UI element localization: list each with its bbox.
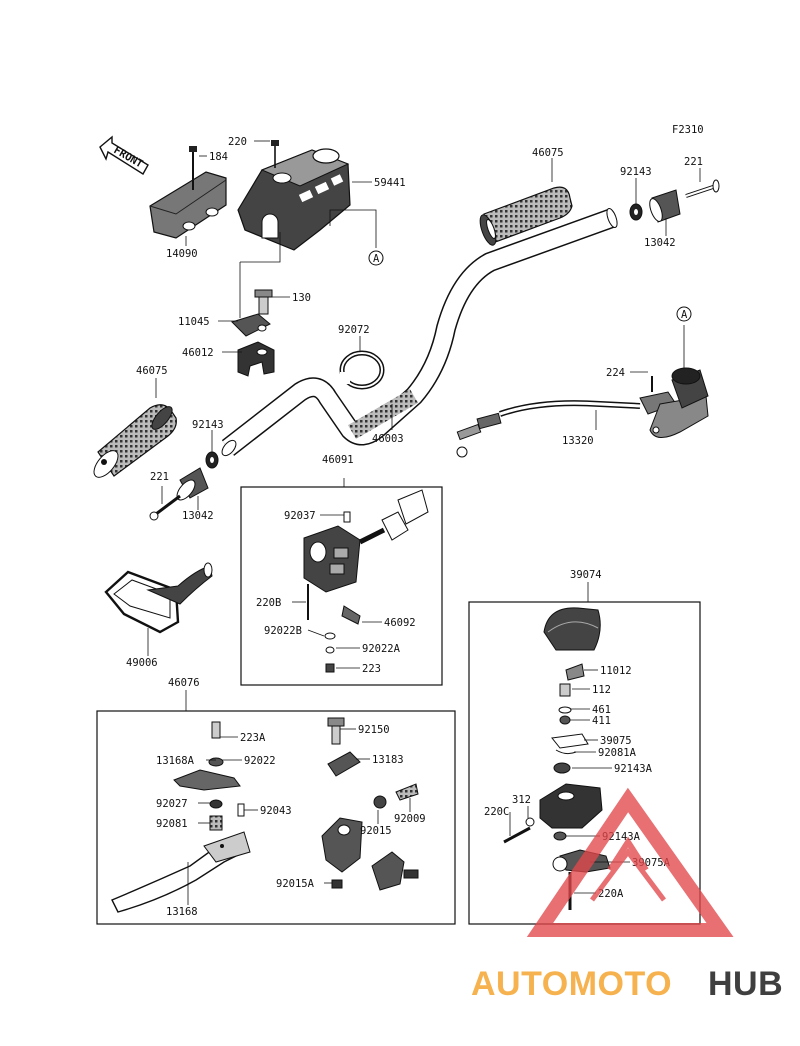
bracket-14090	[149, 146, 227, 239]
label-92015: 92015	[360, 825, 392, 837]
label-46012: 46012	[182, 347, 214, 359]
label-411: 411	[592, 715, 611, 727]
left-switch-46091	[303, 478, 429, 673]
front-label: FRONT	[112, 144, 145, 170]
label-92009: 92009	[394, 813, 426, 825]
label-59441: 59441	[374, 177, 406, 189]
label-92143A-upper: 92143A	[614, 763, 653, 775]
label-92081: 92081	[156, 818, 188, 830]
ref-marker-a-right-label: A	[681, 309, 688, 321]
watermark-brand-a: AUTOMOTO	[471, 965, 672, 1003]
label-220C: 220C	[484, 806, 509, 818]
switch-box-frame	[240, 486, 443, 686]
hand-guard-49006	[104, 562, 213, 634]
leader-lines-top	[239, 209, 377, 318]
left-bar-end	[149, 451, 219, 521]
callout-leaders	[147, 140, 701, 905]
clutch-perch-13183	[321, 717, 419, 891]
watermark-logo	[526, 787, 734, 937]
label-112: 112	[592, 684, 611, 696]
label-461: 461	[592, 704, 611, 716]
clamp-clip-92072	[339, 350, 385, 390]
label-92143-right: 92143	[620, 166, 652, 178]
handlebar-46003	[221, 208, 618, 457]
label-13168A: 13168A	[156, 755, 195, 767]
label-92015A: 92015A	[276, 878, 315, 890]
label-13183: 13183	[372, 754, 404, 766]
label-46092: 46092	[384, 617, 416, 629]
ref-marker-a-left: A	[368, 250, 384, 266]
label-13320: 13320	[562, 435, 594, 447]
label-130: 130	[292, 292, 311, 304]
label-220-top: 220	[228, 136, 247, 148]
figure-code: F2310	[672, 124, 704, 136]
label-46076: 46076	[168, 677, 200, 689]
front-arrow-icon: FRONT	[99, 135, 149, 175]
label-92022: 92022	[244, 755, 276, 767]
label-92027: 92027	[156, 798, 188, 810]
label-221-left: 221	[150, 471, 169, 483]
clutch-lever-13168	[111, 721, 251, 913]
label-13042-left: 13042	[182, 510, 214, 522]
label-46003: 46003	[372, 433, 404, 445]
label-11012: 11012	[600, 665, 632, 677]
label-49006: 49006	[126, 657, 158, 669]
master-cylinder-39074	[503, 582, 611, 910]
label-46091: 46091	[322, 454, 354, 466]
ref-marker-a-right: A	[676, 306, 692, 322]
label-224: 224	[606, 367, 625, 379]
handlebar-clamp	[231, 289, 275, 377]
clutch-box-frame	[96, 710, 456, 925]
label-46075-left: 46075	[136, 365, 168, 377]
label-13168: 13168	[166, 906, 198, 918]
label-13042-right: 13042	[644, 237, 676, 249]
left-grip-46075	[93, 404, 177, 478]
ref-marker-a-left-label: A	[373, 253, 380, 265]
callout-labels: 220 184 59441 14090 130 11045 46012 9207…	[126, 136, 703, 918]
label-92143-left: 92143	[192, 419, 224, 431]
label-92072: 92072	[338, 324, 370, 336]
throttle-assembly	[456, 325, 709, 458]
label-223A: 223A	[240, 732, 266, 744]
watermark-text: AUTOMOTO HUB	[471, 965, 783, 1003]
handlebar-cover-59441	[237, 140, 351, 251]
watermark-brand-b: HUB	[708, 965, 783, 1003]
label-92037: 92037	[284, 510, 316, 522]
right-bar-end	[629, 179, 720, 223]
label-92022B: 92022B	[264, 625, 302, 637]
label-221-right: 221	[684, 156, 703, 168]
right-grip-46075	[479, 186, 573, 246]
label-312: 312	[512, 794, 531, 806]
label-92022A: 92022A	[362, 643, 401, 655]
label-220B: 220B	[256, 597, 281, 609]
label-92150: 92150	[358, 724, 390, 736]
label-14090: 14090	[166, 248, 198, 260]
label-220A: 220A	[598, 888, 624, 900]
label-11045: 11045	[178, 316, 210, 328]
label-184: 184	[209, 151, 228, 163]
label-92043: 92043	[260, 805, 292, 817]
label-92081A: 92081A	[598, 747, 637, 759]
label-223: 223	[362, 663, 381, 675]
label-39075: 39075	[600, 735, 632, 747]
label-46075-right: 46075	[532, 147, 564, 159]
label-39074: 39074	[570, 569, 602, 581]
